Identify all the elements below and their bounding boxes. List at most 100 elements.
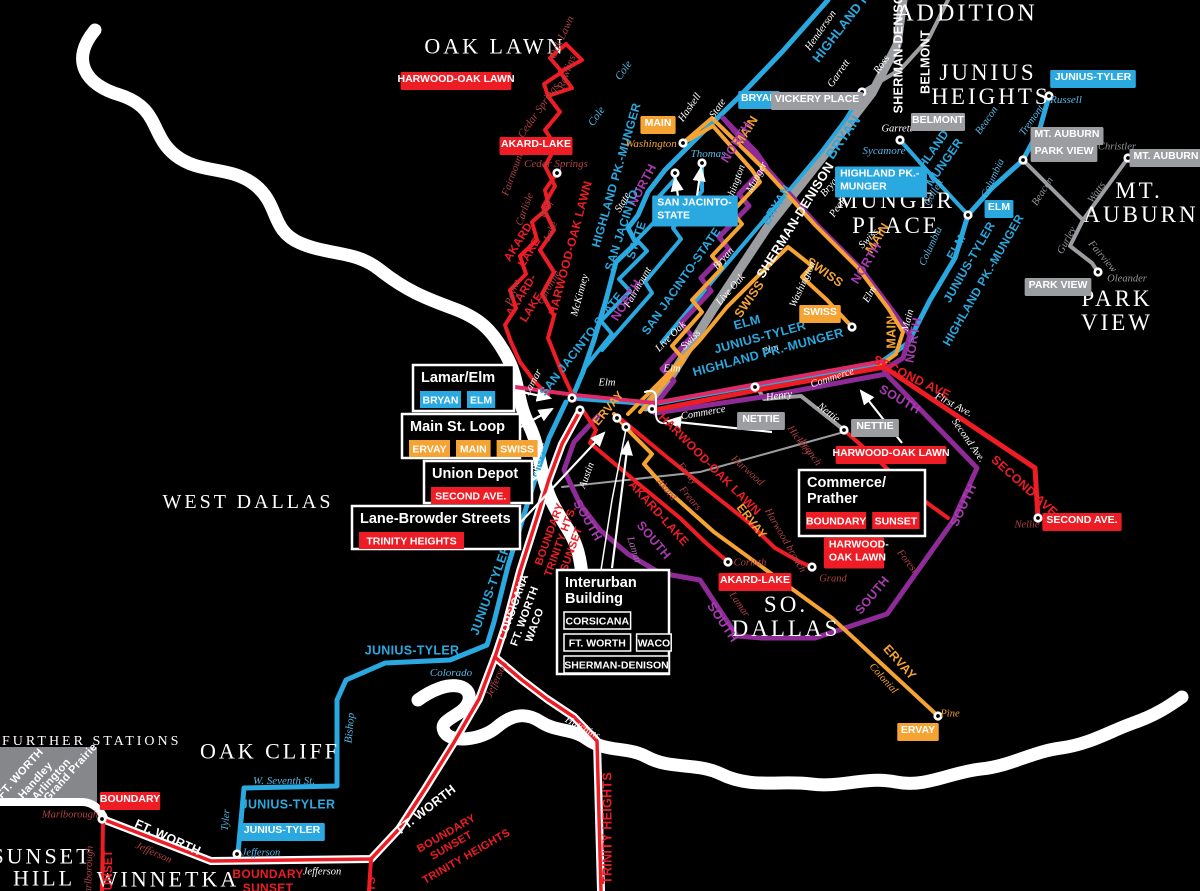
- map-label: Garrett: [881, 124, 913, 135]
- map-label: Garrett: [826, 57, 853, 90]
- station-dot: [847, 322, 857, 332]
- map-label: BRYAN: [822, 112, 863, 162]
- route-belmont-line: [862, 0, 950, 93]
- callout-badge-label: BRYAN: [423, 394, 459, 406]
- map-label: Bishop: [343, 712, 358, 744]
- pointer-arrow-icon: [610, 439, 633, 569]
- route-badge-label: NETTIE: [742, 413, 779, 425]
- callout-badge-label: TRINITY HEIGHTS: [366, 535, 456, 547]
- map-label: Washington: [625, 138, 677, 150]
- callout-badge-label: ELM: [470, 394, 492, 406]
- route-badge: ERVAY: [897, 723, 939, 741]
- map-label: FURTHER STATIONS: [2, 734, 181, 749]
- route-badge-label: MT. AUBURN: [1134, 150, 1199, 162]
- callout-badge: [563, 611, 632, 630]
- route-badge-label: PARK VIEW: [1029, 279, 1088, 291]
- map-label: JUNIUS-TYLER: [241, 797, 336, 811]
- route-interurban-corridor-red: [103, 409, 582, 863]
- route-badge-label: AKARD-LAKE: [501, 138, 571, 150]
- route-north-loop: [649, 115, 913, 412]
- callout-title: Lane-Browder Streets: [360, 511, 511, 527]
- route-akard-lake-branch: [503, 171, 559, 397]
- station-dot: [670, 168, 680, 178]
- station-dot: [807, 562, 817, 572]
- route-badge: BOUNDARY: [99, 792, 161, 810]
- map-label: SUNSET: [103, 850, 115, 891]
- station-dot: [97, 814, 107, 824]
- map-label: TRINITY HEIGHTS: [600, 772, 614, 884]
- further-station-dot: [13, 798, 21, 806]
- map-label: PLACE: [852, 213, 940, 238]
- station-dot: [567, 393, 577, 403]
- further-station-dot: [27, 798, 35, 806]
- callout-badge-label: SHERMAN-DENISON: [564, 659, 668, 671]
- route-highland-pk-munger-branch: [898, 138, 970, 217]
- route-ervay-line: [612, 412, 940, 718]
- map-label: Christler: [1098, 142, 1137, 153]
- map-label: PARK: [1081, 286, 1152, 311]
- route-badge: MT. AUBURN: [1129, 149, 1200, 167]
- route-second-ave-line: [652, 364, 1041, 521]
- callout-badge-label: WACO: [638, 637, 671, 649]
- callout-badge: [872, 512, 920, 529]
- route-badge-label: HARWOOD-OAK LAWN: [397, 73, 514, 85]
- further-stations-panel: [0, 747, 97, 805]
- route-badge: BRYAN: [738, 91, 780, 109]
- pointer-arrow-icon: [512, 388, 553, 402]
- station-dot: [612, 413, 622, 423]
- map-label: WINNETKA: [97, 867, 240, 891]
- map-label: ADDITION: [896, 0, 1037, 26]
- station-dot: [895, 135, 905, 145]
- map-label: Russell: [1049, 94, 1082, 106]
- route-badge: SWISS: [799, 305, 841, 323]
- map-label: MT.: [1115, 178, 1163, 203]
- callout-badge: [467, 391, 496, 408]
- map-label: McKinney: [569, 273, 591, 319]
- route-san-jacinto-state-b: [600, 161, 704, 352]
- map-label: Henry: [764, 389, 793, 404]
- map-label: AUBURN: [1083, 202, 1198, 227]
- map-label: Colorado: [430, 667, 473, 679]
- map-label: Jefferson: [303, 867, 342, 878]
- route-badge: JUNIUS-TYLER: [239, 823, 325, 841]
- map-label: Wolf: [537, 197, 556, 221]
- route-badge: PARK VIEW: [1030, 144, 1098, 162]
- route-badge: NETTIE: [851, 419, 899, 437]
- map-label: Fairview: [1085, 238, 1118, 275]
- route-badge-label: SAN JACINTO-: [657, 197, 732, 209]
- callout-badge: [409, 440, 450, 457]
- route-badge-label: SECOND AVE.: [1046, 514, 1117, 526]
- map-label: Fairmount: [500, 150, 526, 198]
- map-label: Cedar Springs: [524, 158, 588, 170]
- map-label: WEST DALLAS: [163, 491, 334, 513]
- map-label: Haskell: [676, 91, 704, 124]
- route-badge-label: BOUNDARY: [100, 793, 160, 805]
- callout-badge-label: SUNSET: [875, 515, 918, 527]
- station-dot: [1093, 267, 1103, 277]
- station-dot: [1033, 513, 1043, 523]
- route-badge: HARWOOD-OAK LAWN: [832, 446, 950, 464]
- callout-badge: [420, 391, 461, 408]
- pointer-arrow-icon: [670, 175, 684, 197]
- route-badge: BELMONT: [910, 113, 966, 131]
- map-label: SOUTH: [852, 573, 892, 617]
- route-badge-label: AKARD-LAKE: [720, 574, 790, 586]
- map-label: OAK LAWN: [424, 34, 565, 59]
- map-label: DALLAS: [732, 616, 841, 641]
- pointer-arrow-icon: [665, 415, 773, 434]
- route-badge-label: SWISS: [803, 306, 837, 318]
- callout-badge: [431, 487, 511, 504]
- route-akard-lake-south: [582, 410, 730, 564]
- map-label: Cole: [586, 104, 608, 128]
- station-dot: [697, 158, 707, 168]
- map-label: SHERMAN-DENISON: [891, 0, 905, 113]
- route-badge-label: MT. AUBURN: [1035, 128, 1100, 140]
- map-label: Jefferson: [242, 848, 281, 859]
- map-label: VIEW: [1081, 310, 1153, 335]
- map-label: Washington: [788, 260, 819, 309]
- route-badge: HIGHLAND PK.-MUNGER: [835, 166, 927, 198]
